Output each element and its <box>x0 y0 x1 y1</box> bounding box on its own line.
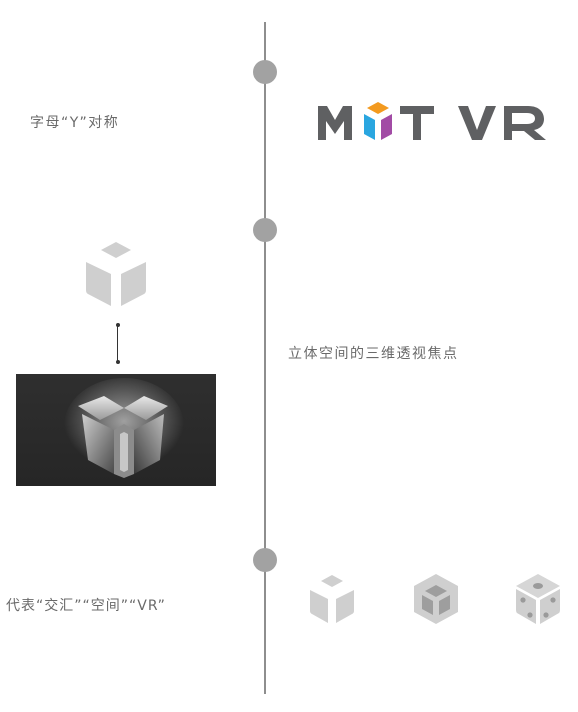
cube-y-small-icon <box>310 575 354 623</box>
logo-letter-t <box>400 106 434 140</box>
connector-line <box>117 325 118 362</box>
cube-hex-icon <box>414 574 458 624</box>
connector-dot-top <box>115 323 120 327</box>
logo-letter-v <box>458 106 496 140</box>
glowing-y-cube-icon <box>64 378 184 478</box>
logo-cube-left <box>364 114 375 140</box>
label-meaning: 代表“交汇”“空间”“VR” <box>6 598 166 614</box>
connector-dot-bottom <box>115 360 120 364</box>
timeline-dot-1 <box>253 60 277 84</box>
perspective-render <box>16 374 216 486</box>
logo-cube-right <box>381 114 392 140</box>
cube-y-icon <box>86 242 146 306</box>
label-symmetry: 字母“Y”对称 <box>30 115 120 131</box>
myt-vr-logo <box>318 102 546 140</box>
label-focus: 立体空间的三维透视焦点 <box>288 346 459 362</box>
logo-y-cube-icon <box>364 102 392 140</box>
timeline-dot-3 <box>253 548 277 572</box>
timeline-dot-2 <box>253 218 277 242</box>
timeline-line <box>264 22 266 694</box>
cube-dice-icon <box>516 574 560 624</box>
logo-cube-cap <box>367 102 389 114</box>
logo-letter-m <box>318 106 352 140</box>
logo-letter-r <box>504 106 546 140</box>
